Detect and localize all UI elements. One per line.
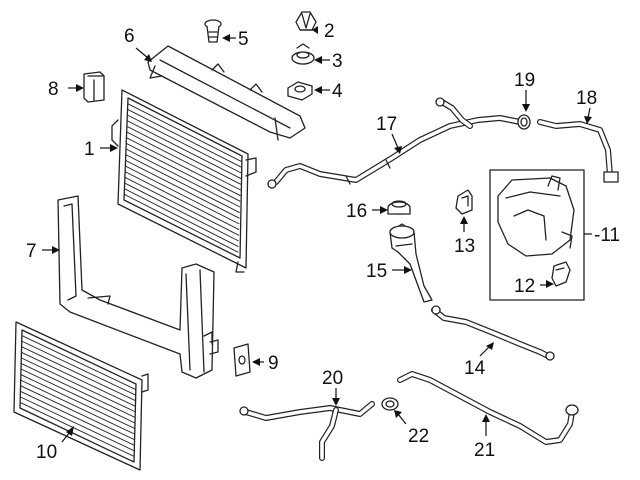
callout-14: 14 bbox=[464, 358, 486, 379]
callout-18: 18 bbox=[576, 88, 597, 109]
part-7-shroud-frame bbox=[57, 195, 219, 379]
callout-21: 21 bbox=[474, 440, 495, 461]
callout-7: 7 bbox=[26, 241, 37, 262]
callout-22: 22 bbox=[408, 426, 429, 447]
part-22-clamp bbox=[381, 397, 399, 411]
part-11-expansion-tank bbox=[489, 169, 585, 301]
callout-10: 10 bbox=[36, 442, 57, 463]
part-16-cap bbox=[387, 200, 411, 215]
callout-12: 12 bbox=[514, 276, 535, 297]
callout-1: 1 bbox=[84, 139, 95, 160]
callout-9: 9 bbox=[268, 353, 279, 374]
callout-8: 8 bbox=[48, 79, 59, 100]
part-20-tube bbox=[239, 401, 375, 461]
part-4-mount-pad bbox=[287, 81, 313, 101]
part-8-clip bbox=[83, 71, 105, 103]
callout-13: 13 bbox=[454, 236, 475, 257]
callout-5: 5 bbox=[238, 29, 249, 50]
part-9-bracket bbox=[233, 343, 251, 377]
callout-19: 19 bbox=[514, 70, 535, 91]
part-13-clip bbox=[455, 189, 473, 215]
callout-labels: 1 2 3 4 5 6 7 8 9 10 -11 12 13 14 15 16 … bbox=[26, 21, 620, 463]
callout-20: 20 bbox=[322, 368, 343, 389]
callout-2: 2 bbox=[324, 21, 335, 42]
callout-11: -11 bbox=[594, 225, 620, 246]
part-5-push-pin bbox=[204, 19, 222, 43]
callout-17: 17 bbox=[376, 114, 397, 135]
part-17-hose bbox=[267, 97, 527, 189]
callout-4: 4 bbox=[332, 81, 343, 102]
callout-3: 3 bbox=[332, 51, 343, 72]
part-14-hose bbox=[431, 305, 555, 361]
part-2-clip-nut bbox=[295, 11, 317, 31]
callout-16: 16 bbox=[346, 201, 367, 222]
part-1-radiator bbox=[111, 89, 257, 273]
callout-15: 15 bbox=[366, 261, 387, 282]
part-19-clamp bbox=[517, 114, 531, 130]
part-12-fitting bbox=[551, 261, 571, 287]
part-15-filler-neck bbox=[389, 223, 433, 303]
part-6-upper-bracket bbox=[147, 45, 306, 141]
part-21-hose bbox=[397, 371, 579, 445]
leader-lines bbox=[42, 26, 592, 443]
part-18-hose bbox=[537, 119, 619, 183]
part-10-condenser bbox=[13, 321, 149, 471]
part-3-grommet bbox=[291, 43, 315, 65]
callout-6: 6 bbox=[124, 26, 135, 47]
